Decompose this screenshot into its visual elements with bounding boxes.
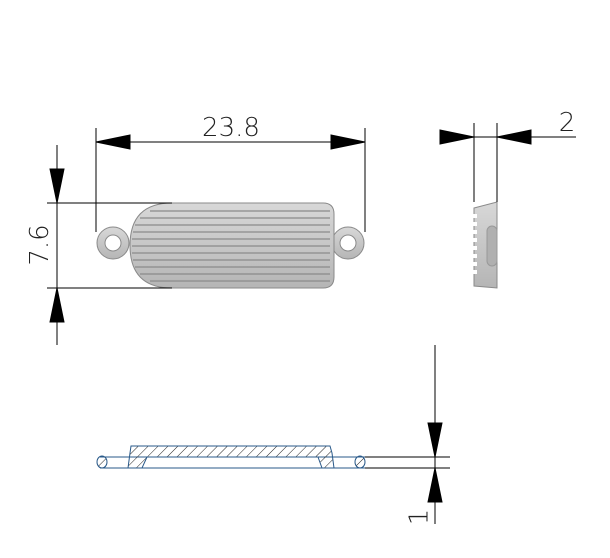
ribs (132, 210, 330, 282)
length-dimension (95, 128, 366, 232)
right-tab (331, 226, 365, 260)
thickness-dimension (439, 123, 576, 202)
width-label: 7.6 (25, 224, 55, 265)
section-height-label: 1 (405, 509, 435, 526)
section-view (96, 445, 366, 469)
thickness-label: 2 (559, 108, 576, 138)
section-height-dimension (365, 345, 450, 524)
width-dimension (47, 145, 172, 345)
left-tab (96, 226, 130, 260)
front-view (96, 202, 365, 289)
length-label: 23.8 (202, 113, 260, 143)
side-view (473, 201, 498, 289)
